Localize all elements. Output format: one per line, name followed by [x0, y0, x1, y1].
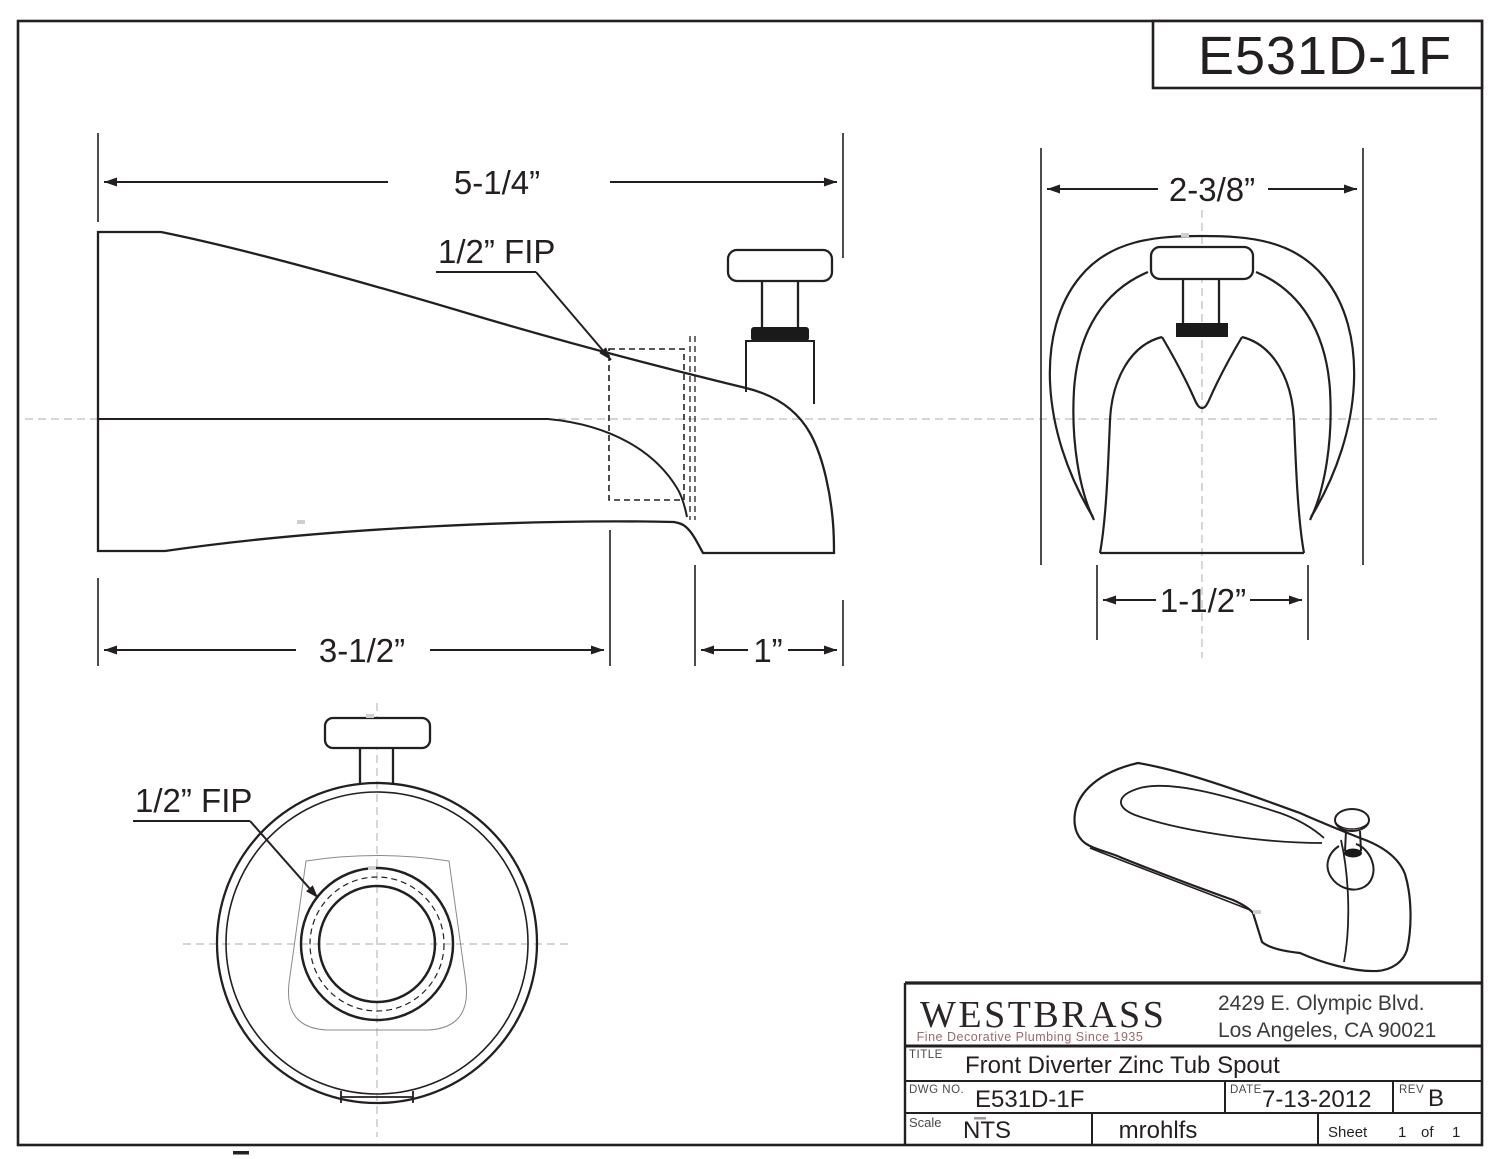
rev-value: B — [1428, 1085, 1444, 1112]
knob-cap-edge-iso — [1335, 822, 1369, 830]
flange-bottom-notch — [340, 1091, 414, 1103]
artifact-tick — [1253, 910, 1261, 914]
fip-thread-circle — [309, 876, 445, 1012]
address-line-1: 2429 E. Olympic Blvd. — [1218, 992, 1425, 1015]
sheet-border — [16, 19, 1484, 1147]
left-wing-curve — [1072, 270, 1149, 521]
fip-label-back: 1/2” FIP — [135, 782, 252, 819]
company-logo-text: WESTBRASS — [920, 994, 1166, 1036]
dim-text-body: 3-1/2” — [319, 632, 405, 669]
sheet-of-text: of — [1421, 1124, 1434, 1141]
sheet-cell-label: Sheet — [1328, 1124, 1368, 1141]
part-number-text: E531D-1F — [1198, 26, 1452, 86]
ext-lines-front-width — [1040, 148, 1364, 565]
date-value: 7-13-2012 — [1262, 1086, 1371, 1113]
diverter-knob-cap-iso — [1334, 808, 1370, 832]
front-view — [1040, 148, 1364, 658]
block-crease-iso — [1340, 839, 1350, 963]
diverter-oring-iso — [1344, 848, 1362, 858]
diverter-knob-stem-iso — [1344, 830, 1362, 852]
scale-value: NTS — [963, 1117, 1011, 1144]
ext-lines-tip — [694, 565, 844, 666]
dim-text-tip: 1” — [753, 632, 782, 669]
diverter-knob-base-side — [745, 340, 815, 404]
artifact-tick — [1181, 233, 1189, 237]
side-crease-iso — [1089, 847, 1251, 911]
title-cell-label: TITLE — [909, 1049, 943, 1061]
isometric-view — [1073, 761, 1412, 973]
ext-lines-front-bottom — [1096, 565, 1309, 640]
hidden-fip-box — [608, 348, 685, 501]
rev-cell-label: REV — [1399, 1084, 1424, 1096]
scale-cell-label: Scale — [909, 1115, 942, 1130]
diverter-knob-stem-back — [358, 748, 395, 783]
spout-outline-side — [96, 230, 836, 555]
spout-nose-front — [1161, 336, 1243, 410]
diverter-knob-cap-side — [726, 248, 834, 283]
knob-collar-iso — [1326, 843, 1375, 891]
side-view — [96, 133, 844, 666]
artifact-tick — [366, 714, 374, 718]
drawing-title: Front Diverter Zinc Tub Spout — [965, 1052, 1280, 1079]
spout-outline-iso — [1073, 761, 1412, 973]
body-outline-back — [287, 855, 468, 1031]
spout-seam-line — [98, 418, 688, 518]
fip-label-side: 1/2” FIP — [438, 233, 555, 270]
artifact-tick — [368, 866, 376, 870]
address-line-2: Los Angeles, CA 90021 — [1218, 1019, 1436, 1042]
part-number-box-frame — [1151, 19, 1484, 90]
fip-leader-arrow-back — [249, 820, 319, 899]
diverter-knob-stem-side — [760, 281, 800, 328]
title-block-cell-dividers — [1091, 1081, 1394, 1145]
fip-bore-circle — [317, 884, 437, 1004]
page-edge-mark — [233, 1151, 249, 1155]
date-cell-label: DATE — [1230, 1084, 1262, 1096]
diverter-knob-stem-front — [1181, 279, 1221, 324]
diverter-knob-cap-front — [1149, 245, 1255, 281]
scale-overbar-mark — [974, 1117, 986, 1120]
back-view — [133, 703, 572, 1137]
diverter-knob-cap-back — [323, 716, 432, 750]
diverter-oring-side — [751, 327, 809, 341]
top-surface-loop-iso — [1120, 784, 1325, 844]
sheet-total: 1 — [1452, 1124, 1460, 1141]
artifact-tick — [297, 520, 305, 524]
dim-text-front-bottom: 1-1/2” — [1160, 582, 1246, 619]
fip-leader-arrow-side — [535, 271, 612, 361]
scan-artifacts — [297, 233, 1261, 914]
sheet-number: 1 — [1398, 1124, 1406, 1141]
ext-lines-overall — [97, 133, 844, 258]
right-wing-curve — [1255, 270, 1332, 521]
left-body-edge — [1098, 335, 1163, 554]
hidden-wall-lines — [689, 336, 696, 520]
company-tagline: Fine Decorative Plumbing Since 1935 — [917, 1030, 1144, 1044]
title-block: WESTBRASS Fine Decorative Plumbing Since… — [903, 981, 1482, 1145]
dim-text-front-width: 2-3/8” — [1169, 171, 1255, 208]
dim-text-overall: 5-1/4” — [454, 164, 540, 201]
flange-outer-circle — [215, 781, 539, 1105]
part-number-box: E531D-1F — [1151, 19, 1484, 90]
author-value: mrohlfs — [1119, 1117, 1198, 1144]
flange-arc-front — [1048, 234, 1356, 518]
fip-outer-circle — [299, 866, 455, 1022]
diverter-oring-front — [1176, 323, 1228, 337]
ext-lines-body — [97, 530, 611, 666]
dwg-no-cell-label: DWG NO. — [909, 1084, 964, 1096]
flange-inner-circle — [225, 791, 529, 1095]
right-body-edge — [1241, 335, 1306, 554]
dwg-no-value: E531D-1F — [975, 1086, 1084, 1113]
